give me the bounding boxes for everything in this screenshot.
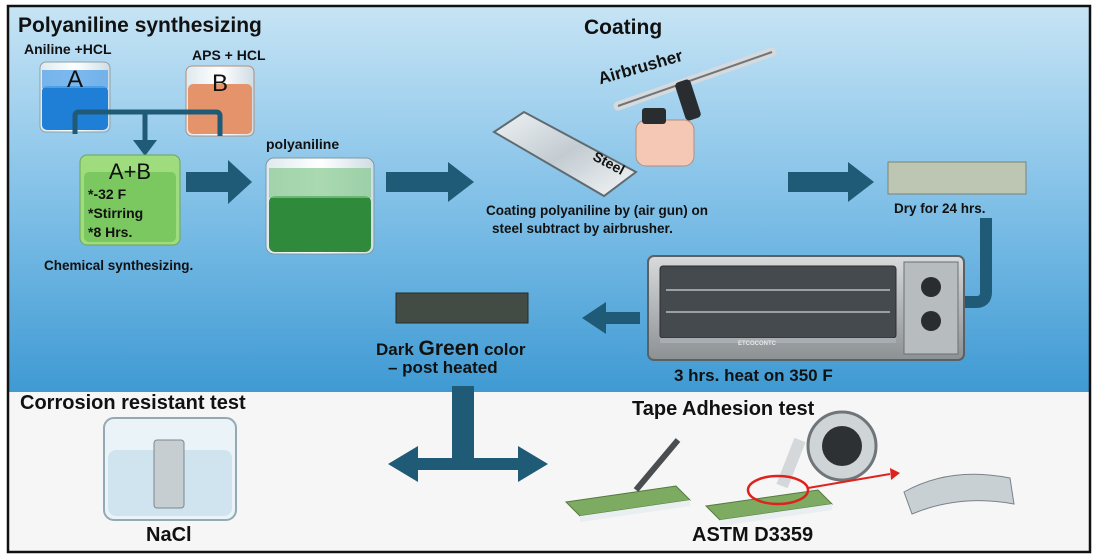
oven-icon	[647, 255, 965, 361]
post-heat-text-start: Dark	[376, 340, 419, 359]
steel-plate	[492, 110, 638, 198]
post-heat-text-end: color	[479, 340, 526, 359]
arrow-to-coating	[386, 162, 474, 202]
defect-highlight-circle	[746, 474, 810, 506]
astm-label: ASTM D3359	[692, 524, 814, 546]
diagram-border	[6, 4, 1092, 554]
condition-stirring: *Stirring	[88, 205, 144, 221]
condition-temperature: *-32 F	[88, 186, 127, 202]
corrosion-title: Corrosion resistant test	[20, 392, 246, 414]
arrow-to-oven	[960, 218, 992, 308]
polyaniline-label: polyaniline	[266, 136, 340, 152]
synthesis-title: Polyaniline synthesizing	[18, 14, 262, 37]
oven-brand: ETCOCONTC	[738, 341, 776, 347]
arrow-to-drying	[788, 162, 874, 202]
beaker-polyaniline	[265, 157, 375, 255]
condition-duration: *8 Hrs.	[88, 224, 133, 240]
beaker-b	[185, 65, 255, 137]
adhesion-title: Tape Adhesion test	[632, 398, 815, 420]
dry-plate	[887, 161, 1027, 195]
beaker-a-label: Aniline +HCL	[24, 41, 112, 57]
adhesion-sample-1	[564, 438, 692, 522]
split-arrow-to-tests	[388, 386, 548, 482]
zoom-pointer-line	[807, 473, 891, 489]
coating-caption-line1: Coating polyaniline by (air gun) on	[486, 203, 708, 218]
nacl-beaker	[103, 417, 237, 521]
nacl-label: NaCl	[146, 524, 192, 546]
drying-caption: Dry for 24 hrs.	[894, 201, 986, 216]
merge-arrowhead	[133, 140, 157, 156]
beaker-mix	[79, 154, 181, 246]
arrow-to-post-heat	[582, 302, 640, 334]
post-heat-emphasis: Green	[418, 337, 480, 360]
adhesion-sample-2	[704, 410, 878, 526]
zoom-pointer-head	[890, 468, 900, 480]
beaker-b-letter: B	[211, 70, 228, 97]
heating-caption: 3 hrs. heat on 350 F	[674, 366, 833, 385]
peeled-tape-strip	[903, 473, 1015, 515]
post-heat-caption-line2: – post heated	[388, 358, 498, 377]
dark-green-plate	[395, 292, 529, 324]
merge-connector-b	[145, 109, 223, 136]
mix-letter: A+B	[108, 159, 152, 184]
coating-caption-line2: steel subtract by airbrusher.	[492, 221, 673, 236]
post-heat-caption-line1: Dark Green color	[376, 337, 526, 361]
beaker-a-letter: A	[66, 66, 83, 93]
coating-title: Coating	[584, 16, 663, 39]
merge-connector	[72, 109, 148, 142]
arrow-to-polyaniline	[186, 160, 252, 204]
airbrush-icon	[613, 47, 777, 167]
synthesis-caption: Chemical synthesizing.	[44, 258, 194, 273]
beaker-b-label: APS + HCL	[192, 47, 266, 63]
